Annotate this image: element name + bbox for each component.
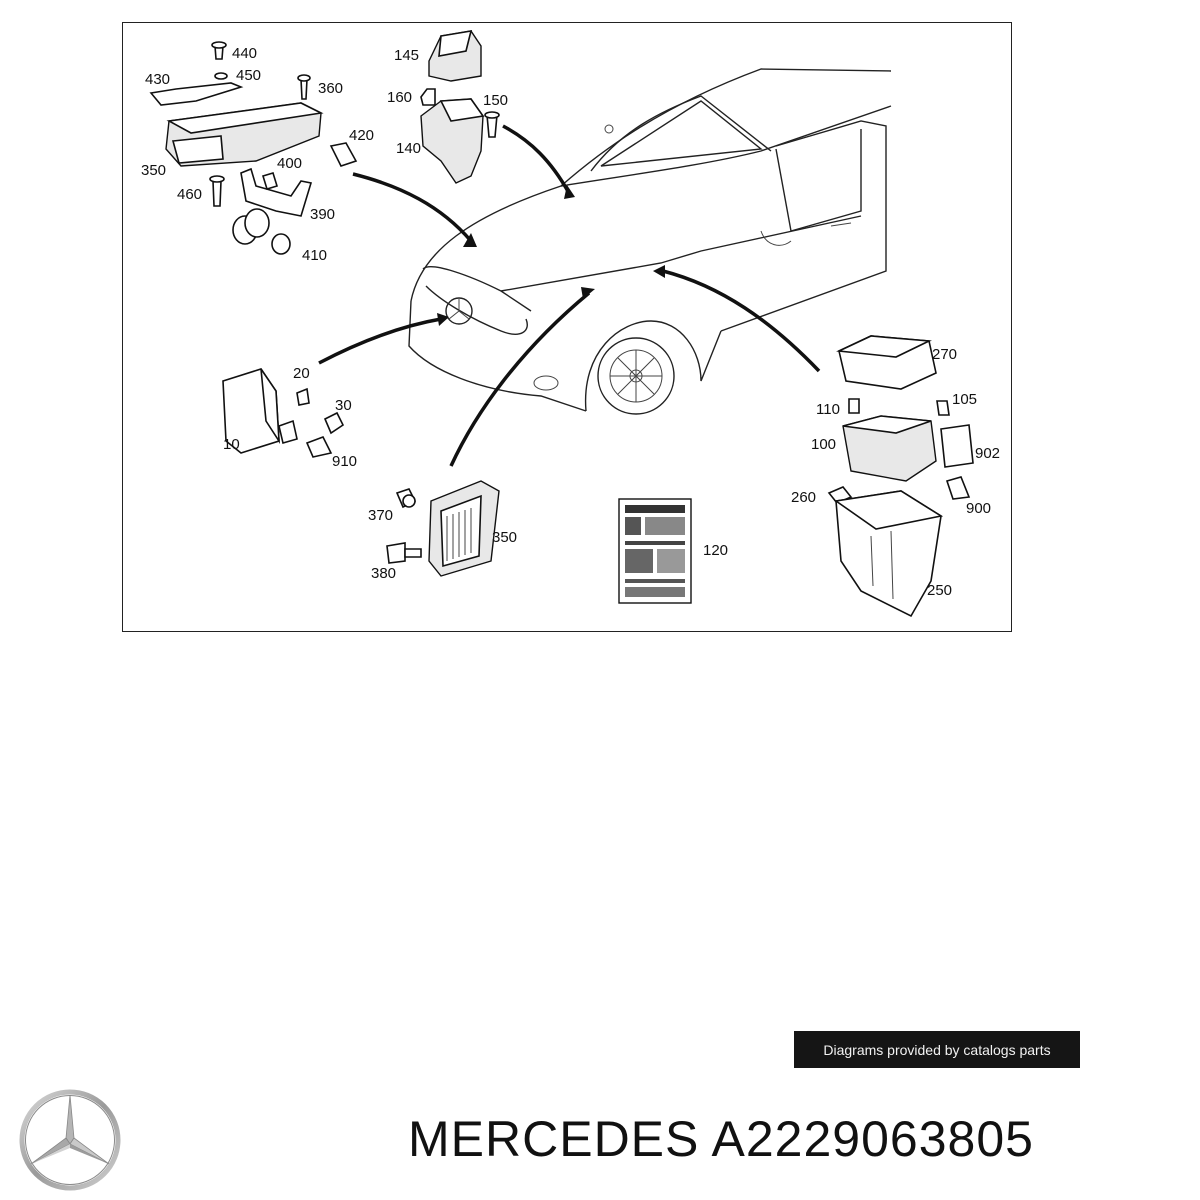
callout-420: 420 (349, 127, 374, 144)
arrow-fuse-relay (502, 124, 571, 194)
arrow-fuse-box (662, 269, 821, 373)
callout-labels: 440 450 430 360 350 420 400 460 390 410 … (141, 45, 1000, 599)
radar-group-left (222, 368, 345, 458)
callout-30: 30 (335, 397, 352, 414)
callout-150: 150 (483, 92, 508, 109)
callout-250: 250 (927, 582, 952, 599)
arrow-control-unit (449, 291, 591, 467)
arrow-radar (318, 317, 442, 365)
callout-460: 460 (177, 186, 202, 203)
callout-110: 110 (816, 401, 840, 418)
callout-900: 900 (966, 500, 991, 517)
callout-380: 380 (371, 565, 396, 582)
callout-100: 100 (811, 436, 836, 453)
callout-140: 140 (396, 140, 421, 157)
part-title: MERCEDES A2229063805 (408, 1111, 1034, 1167)
callout-20: 20 (293, 365, 310, 382)
callout-350-a: 350 (141, 162, 166, 179)
callout-902: 902 (975, 445, 1000, 462)
fuse-box-group-right (827, 335, 974, 618)
callout-145: 145 (394, 47, 419, 64)
pointer-arrows (318, 124, 821, 467)
parts-diagram: 440 450 430 360 350 420 400 460 390 410 … (141, 30, 1000, 618)
callout-910: 910 (332, 453, 357, 470)
control-unit-group-bottom (386, 480, 500, 577)
relay-group-top-center (420, 30, 500, 184)
callout-440: 440 (232, 45, 257, 62)
arrow-engine-ecu (352, 172, 473, 243)
mercedes-star-icon (19, 1089, 121, 1191)
callout-410: 410 (302, 247, 327, 264)
callout-360: 360 (318, 80, 343, 97)
callout-120: 120 (703, 542, 728, 559)
credit-text: Diagrams provided by catalogs parts (823, 1041, 1051, 1058)
parts-diagram-frame: 440 450 430 360 350 420 400 460 390 410 … (122, 22, 1012, 632)
car-illustration (408, 68, 892, 415)
callout-160: 160 (387, 89, 412, 106)
callout-105: 105 (952, 391, 977, 408)
callout-390: 390 (310, 206, 335, 223)
callout-370: 370 (368, 507, 393, 524)
callout-260: 260 (791, 489, 816, 506)
callout-400: 400 (277, 155, 302, 172)
callout-450: 450 (236, 67, 261, 84)
callout-10: 10 (223, 436, 240, 453)
ecu-group-top-left (149, 41, 358, 255)
callout-350-b: 350 (492, 529, 517, 546)
label-sheet-120 (618, 498, 692, 604)
callout-430: 430 (145, 71, 170, 88)
callout-270: 270 (932, 346, 957, 363)
credit-banner: Diagrams provided by catalogs parts (794, 1031, 1080, 1068)
